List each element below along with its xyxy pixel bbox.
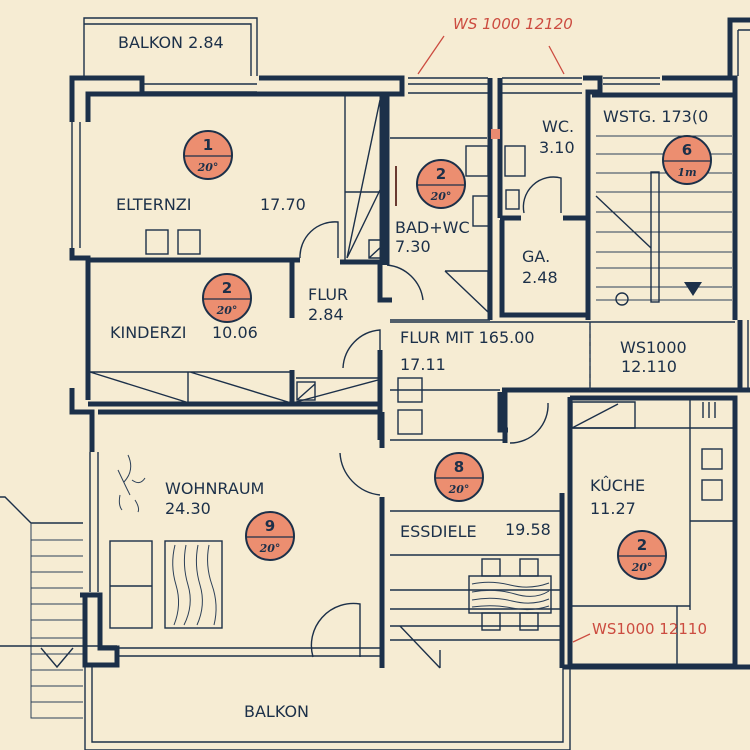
annotations: WS 1000 12120 WS1000 12110	[453, 15, 707, 638]
badge-circle	[617, 530, 667, 580]
room-area-wc: 3.10	[539, 138, 575, 157]
badge-number: 8	[454, 458, 464, 476]
annotation-lines	[417, 35, 591, 643]
room-label-bad-wc: BAD+WC	[395, 218, 470, 237]
badge-number: 2	[222, 279, 232, 297]
badge-circle	[662, 135, 712, 185]
room-label-wohnraum: WOHNRAUM	[165, 479, 264, 498]
badge-number: 6	[682, 141, 692, 159]
badge-circle	[434, 452, 484, 502]
room-label-balkon-bottom: BALKON	[244, 702, 309, 721]
room-label-balkon-top: BALKON 2.84	[118, 33, 224, 52]
room-area-kuche: 11.27	[590, 499, 636, 518]
staircase-lines	[595, 135, 732, 306]
room-badges: 1 20° 2 20° 2 20° 6 1m 8 20° 9 20° 2 20°	[183, 130, 712, 580]
room-label-essdiele: ESSDIELE	[400, 522, 477, 541]
badge-circle	[202, 273, 252, 323]
room-area-flur-mit: 17.11	[400, 355, 446, 374]
room-area-bad-wc: 7.30	[395, 237, 431, 256]
room-area-wohnraum: 24.30	[165, 499, 211, 518]
room-badge-essdiele: 8 20°	[434, 452, 484, 502]
badge-subtext: 20°	[259, 542, 281, 555]
badge-subtext: 20°	[631, 561, 653, 574]
room-area-elternzi: 17.70	[260, 195, 306, 214]
badge-circle	[245, 511, 295, 561]
badge-subtext: 20°	[448, 483, 470, 496]
room-label-kinderzi: KINDERZI	[110, 323, 186, 342]
room-area-essdiele: 19.58	[505, 520, 551, 539]
room-label-wc: WC.	[542, 117, 574, 136]
room-badge-kuche: 2 20°	[617, 530, 667, 580]
room-area-ga: 2.48	[522, 268, 558, 287]
room-area-flur: 2.84	[308, 305, 344, 324]
badge-number: 1	[203, 136, 213, 154]
dining-table	[468, 558, 552, 631]
balkon-top-structure	[83, 17, 258, 93]
annotation-ws1000-12120: WS 1000 12120	[453, 15, 573, 33]
room-badge-elternzi: 1 20°	[183, 130, 233, 180]
badge-subtext: 20°	[216, 304, 238, 317]
badge-number: 2	[637, 536, 647, 554]
room-badge-kinderzi: 2 20°	[202, 273, 252, 323]
room-badge-wohnraum: 9 20°	[245, 511, 295, 561]
badge-number: 9	[265, 517, 275, 535]
room-label-flur-mit: FLUR MIT 165.00	[400, 328, 535, 347]
room-label-wstg: WSTG. 173(0	[603, 107, 708, 126]
badge-number: 2	[436, 165, 446, 183]
annotation-ws1000-12110: WS1000 12110	[592, 620, 707, 638]
room-badge-bad-wc: 2 20°	[416, 159, 466, 209]
interior-lines	[0, 94, 735, 750]
room-area-kinderzi: 10.06	[212, 323, 258, 342]
pipe-marker	[491, 129, 500, 139]
room-label-flur: FLUR	[308, 285, 348, 304]
room-label-ws1000: WS1000	[620, 338, 687, 357]
walls	[69, 17, 750, 670]
badge-subtext: 20°	[430, 190, 452, 203]
room-labels: BALKON 2.84 ELTERNZI 17.70 KINDERZI 10.0…	[110, 33, 708, 721]
room-label-elternzi: ELTERNZI	[116, 195, 191, 214]
badge-subtext: 1m	[677, 166, 696, 179]
badge-subtext: 20°	[197, 161, 219, 174]
room-label-ga: GA.	[522, 247, 550, 266]
room-badge-wstg: 6 1m	[662, 135, 712, 185]
badge-circle	[416, 159, 466, 209]
room-label-kuche: KÛCHE	[590, 476, 645, 495]
badge-circle	[183, 130, 233, 180]
room-area-ws1000: 12.110	[621, 357, 677, 376]
